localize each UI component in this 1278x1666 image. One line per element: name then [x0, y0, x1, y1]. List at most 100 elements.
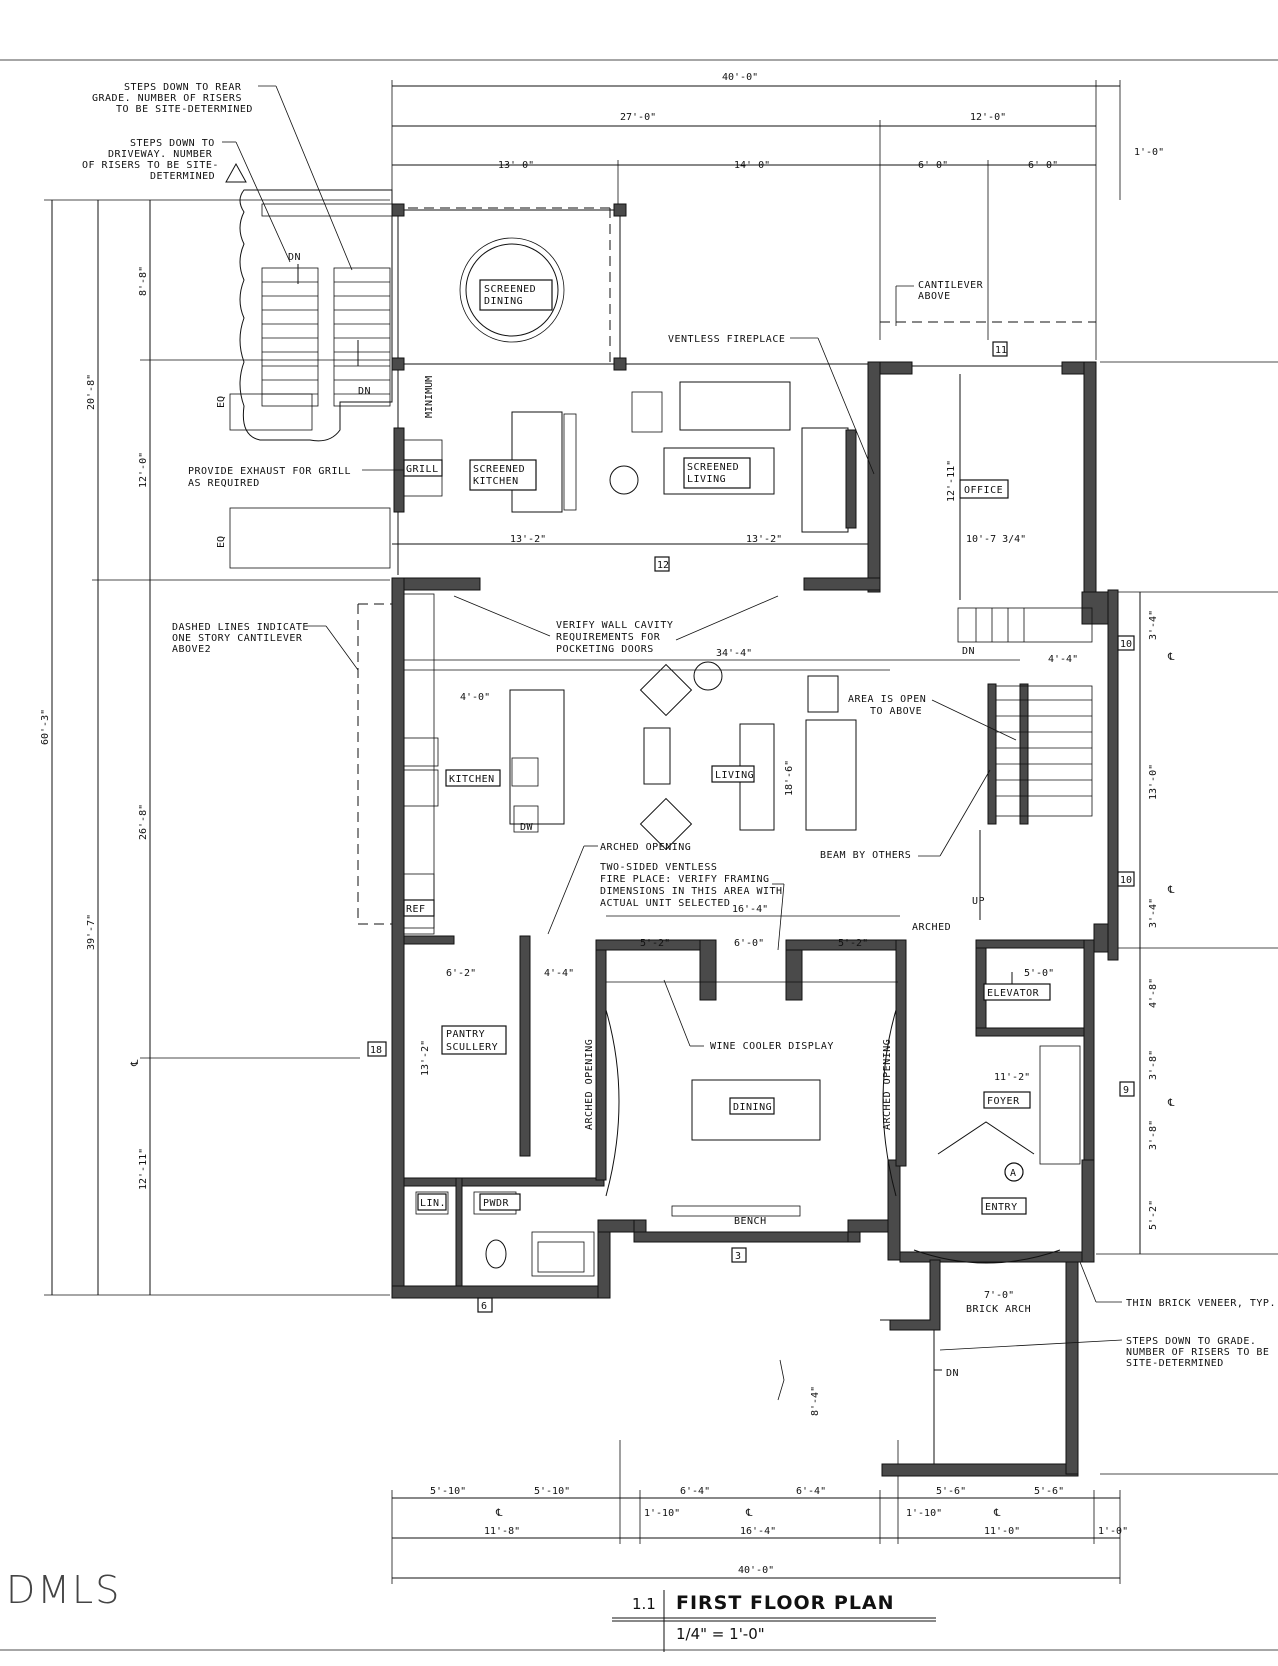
- svg-text:4'-0": 4'-0": [460, 692, 490, 703]
- svg-text:34'-4": 34'-4": [716, 648, 752, 659]
- screened-porch: 13'-2" 13'-2" MINIMUM: [391, 203, 1096, 575]
- svg-text:DRIVEWAY. NUMBER: DRIVEWAY. NUMBER: [108, 149, 213, 160]
- main-stair: DN UP: [957, 607, 1093, 920]
- svg-text:13'-2": 13'-2": [420, 1040, 431, 1076]
- label-screened-dining-1: SCREENED: [484, 284, 536, 295]
- dim-top-6b: 6'-0": [1028, 160, 1058, 171]
- svg-text:5'-2": 5'-2": [640, 938, 670, 949]
- dim-left-26: 26'-8": [138, 804, 149, 840]
- svg-text:TWO-SIDED VENTLESS: TWO-SIDED VENTLESS: [600, 862, 717, 873]
- dim-bot-1-10b: 1'-10": [906, 1508, 942, 1519]
- left-dimensions: 60'-3" 20'-8" 39'-7" 8'-8" 12'-0" 26'-8"…: [40, 199, 390, 1296]
- svg-text:DN: DN: [358, 386, 371, 397]
- svg-text:10: 10: [1120, 639, 1132, 650]
- living-zone: [639, 661, 857, 851]
- svg-text:GRADE. NUMBER OF RISERS: GRADE. NUMBER OF RISERS: [92, 93, 242, 104]
- svg-text:℄: ℄: [1167, 1098, 1175, 1109]
- svg-text:EQ: EQ: [216, 396, 227, 408]
- label-foyer: FOYER: [987, 1096, 1020, 1107]
- bottom-dimensions: 5'-10" 5'-10" 6'-4" 6'-4" 5'-6" 5'-6" ℄ …: [391, 1440, 1128, 1584]
- svg-text:VENTLESS FIREPLACE: VENTLESS FIREPLACE: [668, 334, 785, 345]
- svg-text:VERIFY WALL CAVITY: VERIFY WALL CAVITY: [556, 620, 673, 631]
- dim-right-5-2: 5'-2": [1148, 1200, 1159, 1230]
- svg-text:10'-7 3/4": 10'-7 3/4": [966, 534, 1026, 545]
- svg-text:ARCHED OPENING: ARCHED OPENING: [584, 1039, 595, 1130]
- dim-left-12: 12'-0": [138, 452, 149, 488]
- svg-text:AS REQUIRED: AS REQUIRED: [188, 478, 260, 489]
- dim-left-overall: 60'-3": [40, 709, 51, 745]
- dim-top-6a: 6'-0": [918, 160, 948, 171]
- dim-bot-overall: 40'-0": [738, 1565, 774, 1576]
- svg-text:13'-2": 13'-2": [746, 534, 782, 545]
- label-screened-dining-2: DINING: [484, 296, 523, 307]
- dim-top-left: 27'-0": [620, 112, 656, 123]
- label-living: LIVING: [715, 770, 754, 781]
- svg-text:CANTILEVER: CANTILEVER: [918, 280, 984, 291]
- svg-text:ARCHED OPENING: ARCHED OPENING: [882, 1039, 893, 1130]
- svg-text:7'-0": 7'-0": [984, 1290, 1014, 1301]
- svg-text:ABOVE2: ABOVE2: [172, 644, 211, 655]
- label-ref: REF: [406, 904, 426, 915]
- svg-text:12'-11": 12'-11": [946, 460, 957, 502]
- svg-text:ARCHED OPENING: ARCHED OPENING: [600, 842, 691, 853]
- dim-top-right: 12'-0": [970, 112, 1006, 123]
- top-dimensions: 40'-0" 27'-0" 12'-0" 13'-0" 14'-0" 6'-0"…: [391, 72, 1164, 360]
- svg-text:DASHED LINES INDICATE: DASHED LINES INDICATE: [172, 622, 309, 633]
- svg-text:REQUIREMENTS FOR: REQUIREMENTS FOR: [556, 632, 661, 643]
- dim-bot-5-6a: 5'-6": [936, 1486, 966, 1497]
- svg-text:POCKETING DOORS: POCKETING DOORS: [556, 644, 654, 655]
- svg-text:6'-0": 6'-0": [734, 938, 764, 949]
- annotations: STEPS DOWN TO REAR GRADE. NUMBER OF RISE…: [82, 82, 1275, 1369]
- dim-bot-1-0: 1'-0": [1098, 1526, 1128, 1537]
- label-pwdr: PWDR: [483, 1198, 510, 1209]
- dim-top-overall: 40'-0": [722, 72, 758, 83]
- dim-bot-6-4b: 6'-4": [796, 1486, 826, 1497]
- svg-text:4'-4": 4'-4": [1048, 654, 1078, 665]
- dim-top-1: 1'-0": [1134, 147, 1164, 158]
- dim-bot-5-10b: 5'-10": [534, 1486, 570, 1497]
- svg-text:℄: ℄: [130, 1059, 141, 1067]
- svg-text:9: 9: [1123, 1085, 1129, 1096]
- svg-text:A: A: [1010, 1168, 1016, 1179]
- svg-text:DETERMINED: DETERMINED: [150, 171, 215, 182]
- label-pantry-1: PANTRY: [446, 1029, 485, 1040]
- svg-text:BEAM BY OTHERS: BEAM BY OTHERS: [820, 850, 911, 861]
- svg-text:MINIMUM: MINIMUM: [424, 376, 435, 418]
- dim-top-14: 14'-0": [734, 160, 770, 171]
- label-office: OFFICE: [964, 485, 1003, 496]
- dining-zone: [605, 981, 898, 1217]
- dim-bot-11-0: 11'-0": [984, 1526, 1020, 1537]
- dim-right-3-8b: 3'-8": [1148, 1120, 1159, 1150]
- dim-bot-5-6b: 5'-6": [1034, 1486, 1064, 1497]
- svg-text:℄: ℄: [745, 1508, 753, 1519]
- label-kitchen: KITCHEN: [449, 774, 495, 785]
- svg-text:℄: ℄: [1167, 652, 1175, 663]
- dim-right-3-8a: 3'-8": [1148, 1050, 1159, 1080]
- svg-text:8'-4": 8'-4": [810, 1386, 821, 1416]
- svg-text:FIRE PLACE: VERIFY FRAMING: FIRE PLACE: VERIFY FRAMING: [600, 874, 770, 885]
- svg-text:6'-2": 6'-2": [446, 968, 476, 979]
- dim-left-12-11: 12'-11": [138, 1148, 149, 1190]
- svg-text:EQ: EQ: [216, 536, 227, 548]
- svg-text:3: 3: [735, 1251, 741, 1262]
- reference-tags: 11 12 10 10 9 3 6 18 A: [367, 341, 1135, 1313]
- svg-text:12: 12: [657, 560, 669, 571]
- dim-bot-5-10a: 5'-10": [430, 1486, 466, 1497]
- svg-text:18'-6": 18'-6": [784, 760, 795, 796]
- office-zone: [867, 361, 1109, 625]
- label-entry: ENTRY: [985, 1202, 1018, 1213]
- svg-text:13'-2": 13'-2": [510, 534, 546, 545]
- dim-left-8: 8'-8": [138, 266, 149, 296]
- svg-text:BENCH: BENCH: [734, 1216, 767, 1227]
- plan-title: FIRST FLOOR PLAN: [676, 1592, 895, 1614]
- svg-text:18: 18: [370, 1045, 382, 1056]
- svg-text:TO BE SITE-DETERMINED: TO BE SITE-DETERMINED: [116, 104, 253, 115]
- rear-stairs: DN DN EQ EQ: [216, 189, 393, 569]
- label-screened-living-2: LIVING: [687, 474, 726, 485]
- front-stoop: DN 8'-4": [777, 1259, 1079, 1477]
- svg-text:ONE STORY CANTILEVER: ONE STORY CANTILEVER: [172, 633, 303, 644]
- dim-bot-11-8: 11'-8": [484, 1526, 520, 1537]
- dmls-logo: DMLS: [6, 1568, 122, 1612]
- right-dimensions: 3'-4" 13'-0" 3'-4" 4'-8" 3'-8" 3'-8" 5'-…: [1096, 361, 1278, 1475]
